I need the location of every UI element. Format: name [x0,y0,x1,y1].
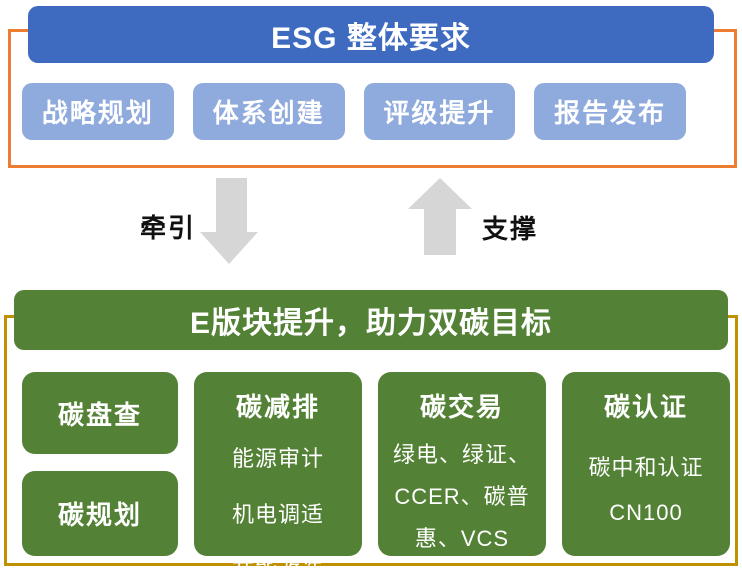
top-items-row: 战略规划 体系创建 评级提升 报告发布 [22,83,686,140]
carbon-planning-box: 碳规划 [22,471,178,556]
top-item-system-creation: 体系创建 [192,83,345,140]
carbon-reduction-title: 碳减排 [235,392,320,422]
carbon-reduction-line: 节能改造 [194,553,362,570]
carbon-trading-items: 绿电、绿证、CCER、碳普惠、VCS [392,442,531,551]
top-item-strategic-planning: 战略规划 [22,83,174,140]
down-arrow-label: 牵引 [140,213,197,243]
down-arrow-icon [200,178,258,264]
up-arrow-label: 支撑 [482,214,539,244]
carbon-inventory-box: 碳盘查 [22,372,178,454]
carbon-reduction-box: 碳减排 能源审计 机电调适 节能改造 [194,372,362,570]
carbon-certification-box: 碳认证 碳中和认证 CN100 [562,372,730,556]
carbon-certification-line: 碳中和认证 [588,455,704,480]
carbon-certification-items: 碳中和认证 CN100 [562,450,730,526]
top-item-rating-improvement: 评级提升 [363,83,516,140]
carbon-certification-title: 碳认证 [603,392,688,422]
carbon-certification-line: CN100 [609,500,683,525]
top-section-title: ESG 整体要求 [28,6,714,63]
bottom-section-title: E版块提升，助力双碳目标 [14,290,728,350]
carbon-trading-title: 碳交易 [419,392,504,422]
carbon-trading-box: 碳交易 绿电、绿证、CCER、碳普惠、VCS [378,372,546,556]
carbon-reduction-line: 机电调适 [231,502,324,527]
carbon-reduction-line: 能源审计 [231,446,324,471]
top-item-report-publication: 报告发布 [534,83,686,140]
carbon-reduction-items: 能源审计 机电调适 节能改造 [194,441,362,570]
bottom-columns-row: 碳盘查 碳规划 碳减排 能源审计 机电调适 节能改造 碳交易 绿电、绿证、CCE… [22,372,730,570]
up-arrow-icon [408,178,472,255]
column-carbon-inventory-planning: 碳盘查 碳规划 [22,372,178,556]
